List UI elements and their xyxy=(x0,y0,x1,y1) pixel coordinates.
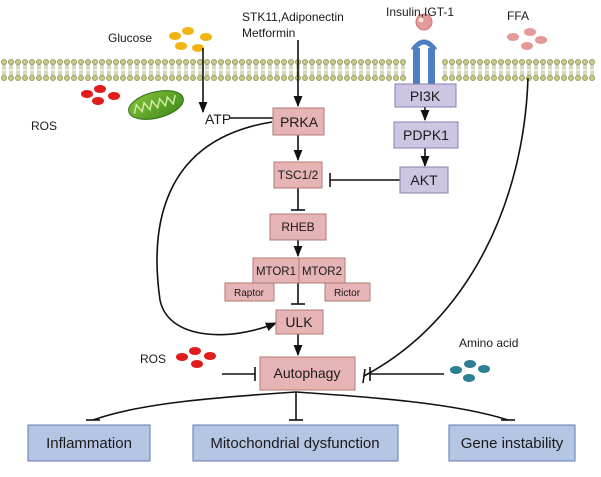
pdpk1-box xyxy=(393,121,459,149)
ros-mid-label: ROS xyxy=(140,352,166,366)
rheb-label: RHEB xyxy=(281,220,314,234)
autophagy-box xyxy=(259,356,356,391)
raptor-box xyxy=(224,282,275,302)
glucose-label: Glucose xyxy=(108,31,152,45)
insulin-receptor-icon xyxy=(410,13,438,86)
metformin-label: Metformin xyxy=(242,26,295,40)
ulk-box xyxy=(275,309,324,335)
rictor-label: Rictor xyxy=(334,288,361,299)
ffa-inhibits-autophagy xyxy=(363,77,529,377)
mtor1-label: MTOR1 xyxy=(256,266,296,278)
stk11-label: STK11,Adiponectin xyxy=(242,10,344,24)
tsc-label: TSC1/2 xyxy=(278,168,319,182)
rheb-box xyxy=(269,213,327,241)
ffa-molecules-icon xyxy=(507,28,547,50)
tsc-box xyxy=(273,161,323,189)
autophagy-label: Autophagy xyxy=(274,365,341,381)
mtor2-label: MTOR2 xyxy=(302,266,342,278)
amino-acid-molecules-icon xyxy=(450,360,490,382)
ros-top-label: ROS xyxy=(31,119,57,133)
pi3k-box xyxy=(394,83,457,108)
prka-to-ulk-curve xyxy=(156,121,278,336)
inflammation-label: Inflammation xyxy=(46,435,132,452)
gene-instability-label: Gene instability xyxy=(461,435,564,452)
autophagy-inhibits-inflammation xyxy=(92,391,297,421)
inflammation-box xyxy=(27,424,151,462)
pdpk1-label: PDPK1 xyxy=(403,127,449,143)
cell-membrane xyxy=(1,59,595,81)
atp-label: ATP xyxy=(205,111,231,127)
amino-acid-label: Amino acid xyxy=(459,336,518,350)
autophagy-inhibits-gene xyxy=(295,391,509,421)
ros-molecules-top-icon xyxy=(81,85,120,105)
mito-dysfunction-box xyxy=(192,424,399,462)
akt-label: AKT xyxy=(410,172,438,188)
insulin-label: Insulin,IGT-1 xyxy=(386,5,454,19)
pi3k-label: PI3K xyxy=(410,88,441,104)
prka-label: PRKA xyxy=(280,114,319,130)
mitochondrion-icon xyxy=(128,90,184,120)
glucose-molecules-icon xyxy=(169,27,212,52)
raptor-label: Raptor xyxy=(234,288,265,299)
rictor-box xyxy=(324,282,371,302)
mtor2-box xyxy=(298,257,346,284)
ffa-label: FFA xyxy=(507,9,529,23)
mito-dysfunction-label: Mitochondrial dysfunction xyxy=(210,435,379,452)
prka-box xyxy=(272,107,325,136)
akt-box xyxy=(399,166,449,194)
ulk-label: ULK xyxy=(285,314,313,330)
gene-instability-box xyxy=(448,424,576,462)
ros-molecules-mid-icon xyxy=(176,347,216,368)
